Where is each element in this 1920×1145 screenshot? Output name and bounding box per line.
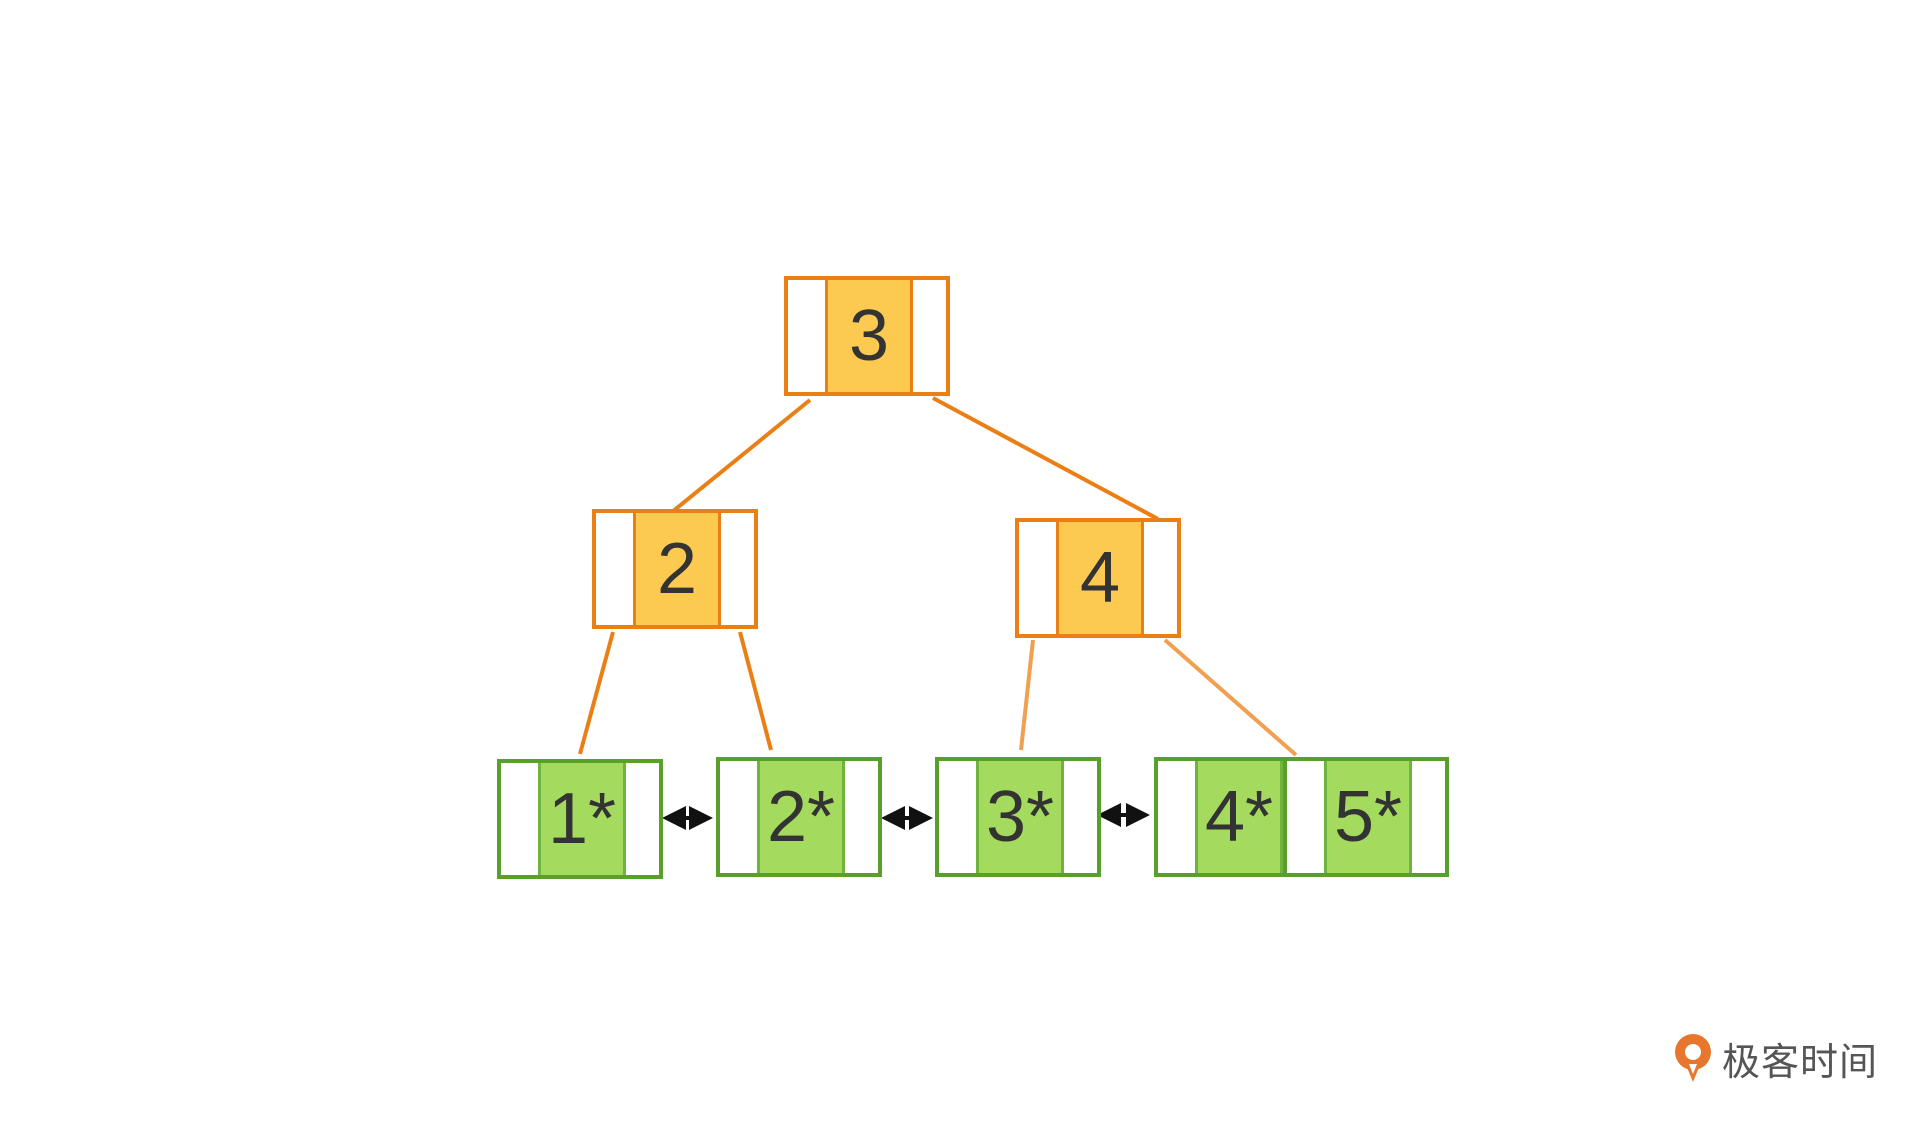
node-key: 1* [538, 763, 626, 875]
edge-root-n2 [670, 398, 812, 514]
internal-node-4: 4 [1015, 518, 1181, 638]
node-key: 4* [1195, 761, 1283, 873]
node-key: 3* [976, 761, 1064, 873]
node-key: 2 [633, 513, 721, 625]
internal-node-2: 2 [592, 509, 758, 629]
edge-n2-l2 [738, 631, 773, 751]
node-key: 2* [757, 761, 845, 873]
edge-n2-l1 [578, 631, 615, 755]
node-key: 4 [1056, 522, 1144, 634]
edge-n4-l3 [1019, 639, 1035, 751]
node-key: 3 [825, 280, 913, 392]
edge-root-n4 [932, 396, 1159, 521]
internal-node-root: 3 [784, 276, 950, 396]
geektime-logo: 极客时间 [1670, 1030, 1878, 1086]
edge-n4-l5 [1163, 638, 1298, 757]
logo-text: 极客时间 [1722, 1039, 1879, 1084]
leaf-node-2: 2* [716, 757, 882, 877]
geektime-logo-icon [1675, 1034, 1711, 1082]
leaf-node-3: 3* [935, 757, 1101, 877]
node-key: 5* [1324, 761, 1412, 873]
leaf-node-5: 5* [1283, 757, 1449, 877]
leaf-node-1: 1* [497, 759, 663, 879]
